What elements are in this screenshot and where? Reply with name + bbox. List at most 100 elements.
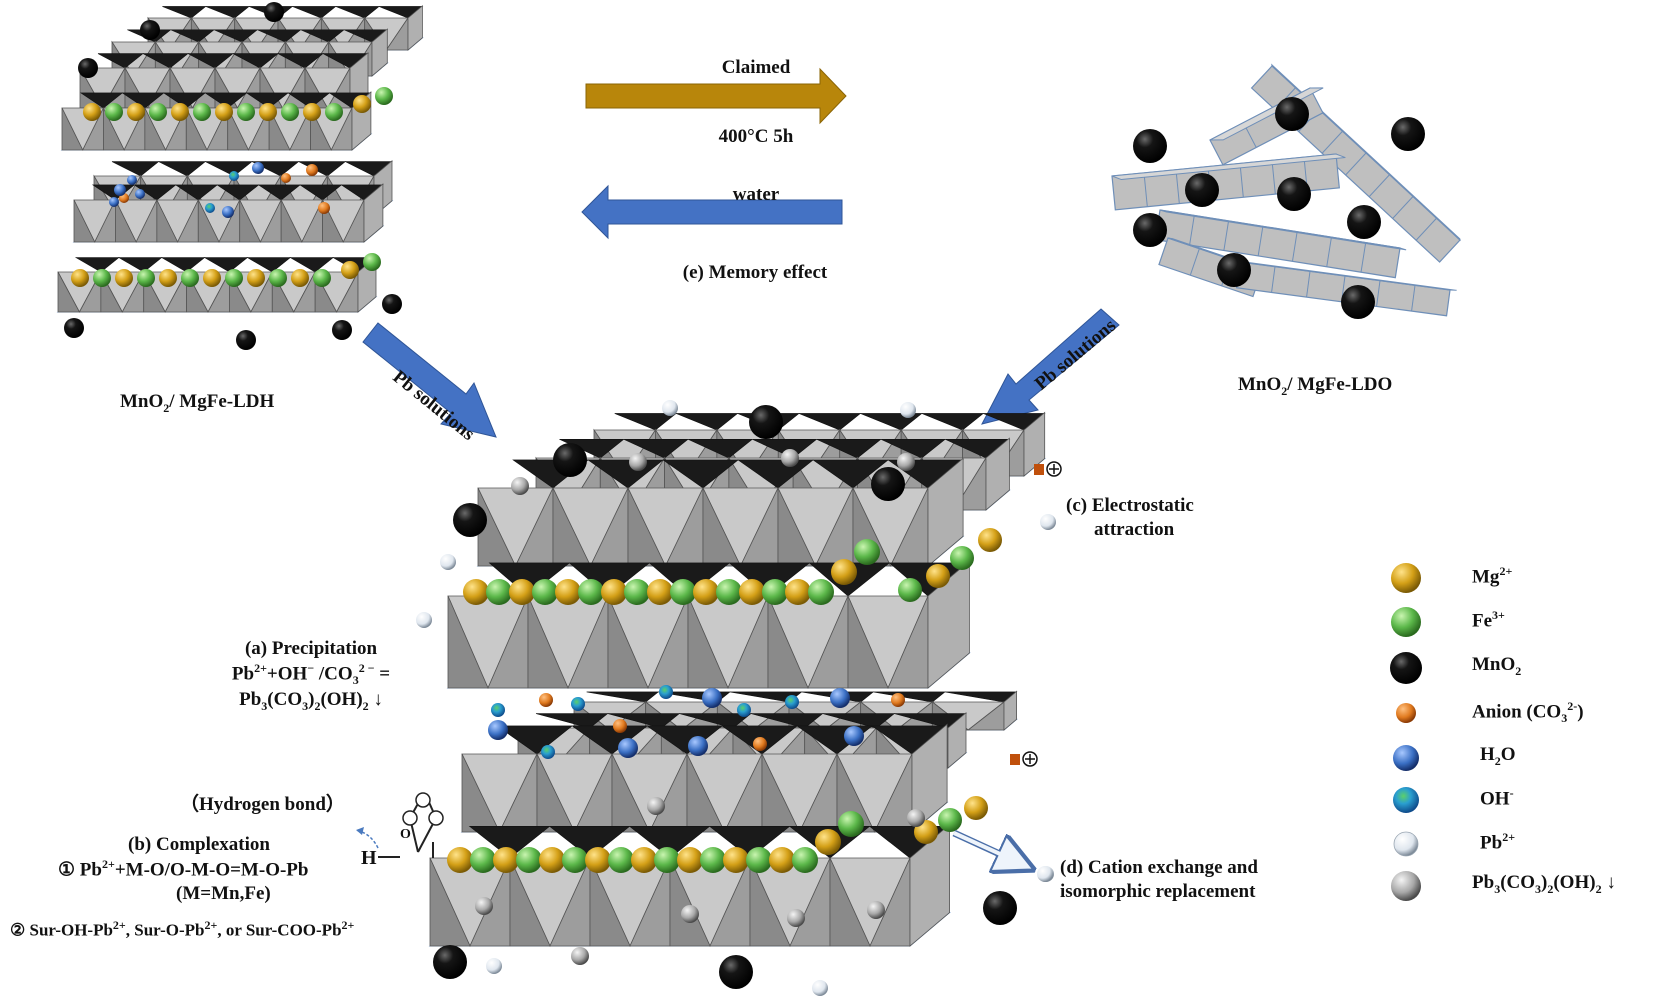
hydrogen-bond-label: （Hydrogen bond） (180, 794, 345, 815)
interlayer-ion (737, 703, 751, 717)
pb-carbonate-particle (781, 449, 799, 467)
cation-exchange-label: (d) Cation exchange and isomorphic repla… (1060, 857, 1258, 902)
mg-ion (785, 579, 811, 605)
mg-ion (115, 269, 133, 287)
claimed-arrow (585, 67, 847, 125)
fe-ion (938, 808, 962, 832)
mg-ion (341, 261, 359, 279)
pb-carbonate-icon (1388, 868, 1424, 904)
mg-ion (509, 579, 535, 605)
mg-ion (723, 847, 749, 873)
legend-label-pb-carbonate: Pb3(CO3)2(OH)2 ↓ (1472, 872, 1616, 896)
mg-ion (539, 847, 565, 873)
mg-ion (555, 579, 581, 605)
mg-ion (83, 103, 101, 121)
interlayer-ion (109, 197, 119, 207)
interlayer-ion (205, 203, 215, 213)
interlayer-ion (306, 164, 318, 176)
fe-ion (950, 546, 974, 570)
precipitation-label: (a) Precipitation Pb2++OH− /CO32 − = Pb3… (231, 638, 391, 713)
mg-ion (215, 103, 233, 121)
pb-carbonate-particle (867, 901, 885, 919)
fe-ion (363, 253, 381, 271)
mg-ion (585, 847, 611, 873)
fe-ion (486, 579, 512, 605)
central-ldh-layer (476, 457, 965, 567)
fe-ion (808, 579, 834, 605)
interlayer-ion (252, 162, 264, 174)
fe-ion (105, 103, 123, 121)
fe-ion (225, 269, 243, 287)
mno2-particle (453, 503, 487, 537)
pb-ion (812, 980, 828, 996)
mno2-particle (1275, 97, 1309, 131)
mg-ion (159, 269, 177, 287)
exchanged-pb-ion (1037, 866, 1053, 882)
fe-ion (624, 579, 650, 605)
pb-ion (486, 958, 502, 974)
fe-ion (269, 269, 287, 287)
mg-ion (447, 847, 473, 873)
interlayer-ion (659, 685, 673, 699)
interlayer-ion (688, 736, 708, 756)
mno2-particle (1347, 205, 1381, 239)
mno2-particle (1185, 173, 1219, 207)
interlayer-ion (541, 745, 555, 759)
pb-carbonate-particle (629, 453, 647, 471)
mg-ion (171, 103, 189, 121)
complexation-site-label: ② Sur-OH-Pb2+, Sur-O-Pb2+, or Sur-COO-Pb… (10, 918, 355, 940)
h2o-molecule-icon (1388, 740, 1424, 776)
mno2-particle (1133, 213, 1167, 247)
interlayer-ion (753, 737, 767, 751)
pb-ion (440, 554, 456, 570)
pb-carbonate-particle (571, 947, 589, 965)
interlayer-ion (491, 703, 505, 717)
water-arrow (581, 184, 843, 240)
interlayer-ion (891, 693, 905, 707)
mg-ion (647, 579, 673, 605)
pb-ion-icon (1388, 826, 1424, 862)
anion-icon (1388, 695, 1424, 731)
fe-ion (654, 847, 680, 873)
legend-label-mg: Mg2+ (1472, 564, 1513, 588)
fe-ion (193, 103, 211, 121)
interlayer-ion (281, 173, 291, 183)
interlayer-ion (488, 720, 508, 740)
interlayer-ion (127, 175, 137, 185)
mg-ion (677, 847, 703, 873)
central-ldh-layer (428, 823, 951, 947)
fe-ion-icon (1388, 604, 1424, 640)
central-ldh-layer (460, 723, 949, 833)
mno2-particle (1133, 129, 1167, 163)
mno2-particle (1341, 285, 1375, 319)
interlayer-ion (571, 697, 585, 711)
legend: Mg2+ Fe3+ MnO2 Anion (CO32-) H2O OH- Pb2… (1388, 560, 1648, 980)
interlayer-ion (135, 189, 145, 199)
mno2-particle (1391, 117, 1425, 151)
fe-ion (838, 811, 864, 837)
fe-ion (375, 87, 393, 105)
fe-ion (578, 579, 604, 605)
interlayer-ion (229, 171, 239, 181)
ldh-material-label: MnO2/ MgFe-LDH (120, 391, 275, 415)
ldh-layer (60, 91, 373, 151)
pb-carbonate-particle (475, 897, 493, 915)
interlayer-ion (618, 738, 638, 758)
mno2-particle (1217, 253, 1251, 287)
mg-ion (127, 103, 145, 121)
interlayer-ion (114, 184, 126, 196)
mg-ion (601, 579, 627, 605)
fe-ion (149, 103, 167, 121)
h-atom-label: H (361, 847, 377, 869)
mg-ion (926, 564, 950, 588)
electrostatic-label: (c) Electrostatic attraction (1066, 495, 1194, 540)
mg-ion (259, 103, 277, 121)
mno2-particle (78, 58, 98, 78)
legend-label-anion: Anion (CO32-) (1472, 699, 1584, 726)
mno2-particle (64, 318, 84, 338)
mg-ion (493, 847, 519, 873)
mno2-particle (553, 443, 587, 477)
legend-label-fe: Fe3+ (1472, 608, 1505, 632)
fe-ion (854, 539, 880, 565)
